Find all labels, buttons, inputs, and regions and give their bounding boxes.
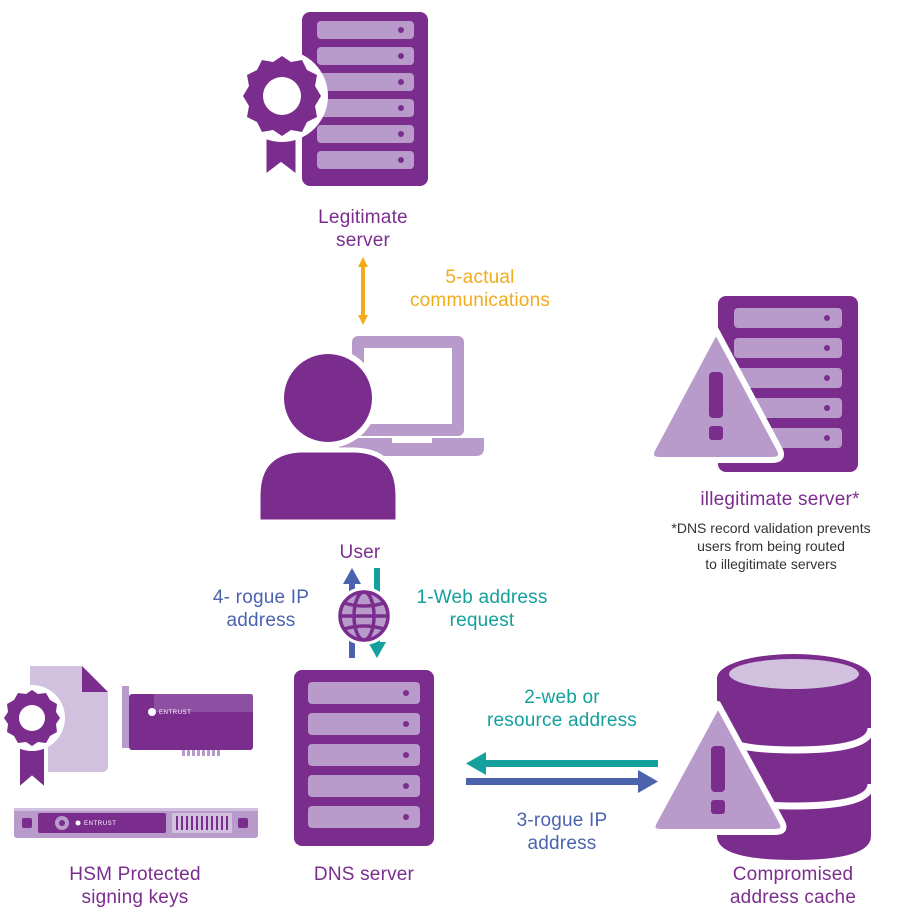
server-with-warning-icon (648, 296, 858, 472)
server-with-certificate-icon (236, 12, 428, 186)
step5-label: 5-actual communications (409, 267, 551, 311)
user-with-laptop-icon (255, 336, 484, 525)
legitimate-server-label: Legitimate server (318, 207, 408, 251)
step4-label: 4- rogue IP address (212, 587, 310, 631)
hsm-appliance-brand: ENTRUST (84, 821, 117, 827)
illegitimate-server-label: illegitimate server* (700, 489, 860, 510)
compromised-cache-label: Compromised address cache (729, 864, 857, 908)
step3-label: 3-rogue IP address (516, 810, 608, 854)
globe-icon (335, 587, 393, 645)
hsm-hardware-icon: ENTRUST ENTRUST (0, 666, 258, 838)
step2-label: 2-web or resource address (487, 687, 637, 731)
server-icon (294, 670, 434, 846)
hsm-card-brand: ENTRUST (159, 710, 192, 716)
flow-arrows-dns-cache (466, 752, 658, 793)
illegitimate-server-note: *DNS record validation prevents users fr… (671, 520, 871, 572)
step1-label: 1-Web address request (416, 587, 548, 631)
user-label: User (339, 542, 381, 563)
hsm-label: HSM Protected signing keys (69, 864, 201, 908)
dns-server-label: DNS server (313, 864, 415, 885)
database-with-warning-icon (649, 654, 875, 860)
